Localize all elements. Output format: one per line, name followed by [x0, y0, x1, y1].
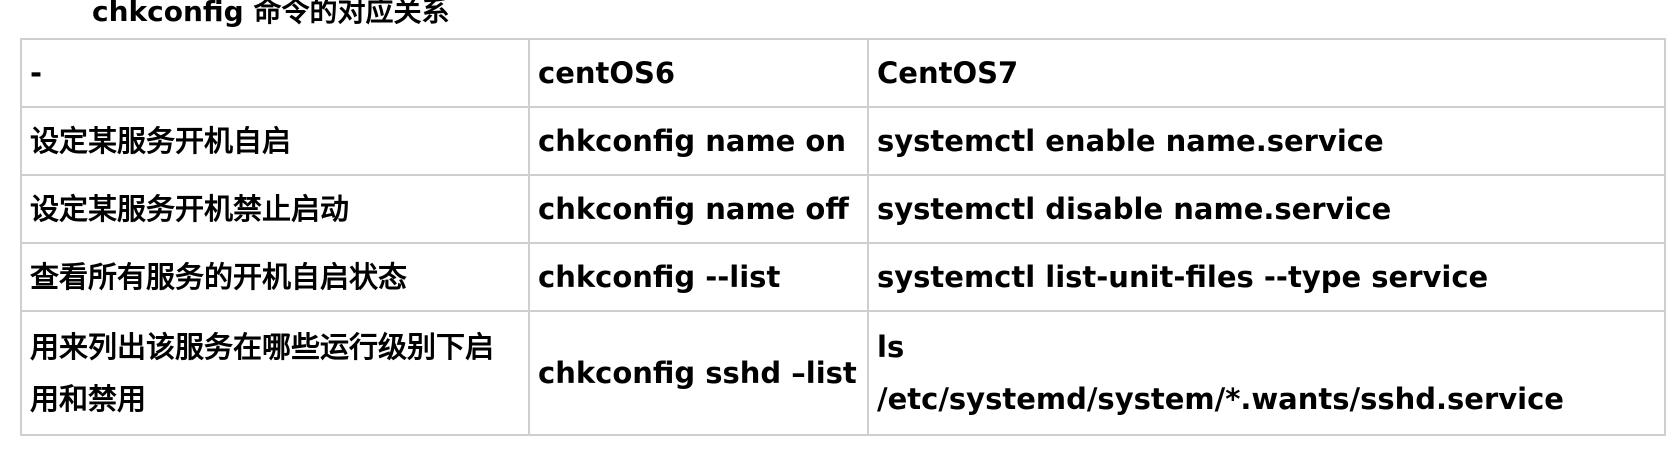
table-row: 用来列出该服务在哪些运行级别下启用和禁用 chkconfig sshd –lis… [20, 310, 1666, 436]
task-cell: 用来列出该服务在哪些运行级别下启用和禁用 [20, 310, 530, 436]
task-cell: 设定某服务开机禁止启动 [20, 174, 530, 244]
centos7-command-cell: ls /etc/systemd/system/*.wants/sshd.serv… [867, 310, 1666, 436]
header-cell-centos7: CentOS7 [867, 38, 1666, 108]
task-cell: 设定某服务开机自启 [20, 106, 530, 176]
header-cell-centos6: centOS6 [528, 38, 869, 108]
chkconfig-mapping-table: - centOS6 CentOS7 设定某服务开机自启 chkconfig na… [20, 38, 1666, 436]
centos7-command-cell: systemctl list-unit-files --type service [867, 242, 1666, 312]
centos7-command-cell: systemctl enable name.service [867, 106, 1666, 176]
centos6-command-cell: chkconfig name on [528, 106, 869, 176]
table-header-row: - centOS6 CentOS7 [20, 38, 1666, 108]
table-row: 设定某服务开机自启 chkconfig name on systemctl en… [20, 106, 1666, 176]
header-cell-task: - [20, 38, 530, 108]
table-row: 查看所有服务的开机自启状态 chkconfig --list systemctl… [20, 242, 1666, 312]
page-title: chkconfig 命令的对应关系 [92, 0, 450, 28]
centos6-command-cell: chkconfig sshd –list [528, 310, 869, 436]
centos6-command-cell: chkconfig name off [528, 174, 869, 244]
centos6-command-cell: chkconfig --list [528, 242, 869, 312]
centos7-command-cell: systemctl disable name.service [867, 174, 1666, 244]
task-cell: 查看所有服务的开机自启状态 [20, 242, 530, 312]
table-row: 设定某服务开机禁止启动 chkconfig name off systemctl… [20, 174, 1666, 244]
